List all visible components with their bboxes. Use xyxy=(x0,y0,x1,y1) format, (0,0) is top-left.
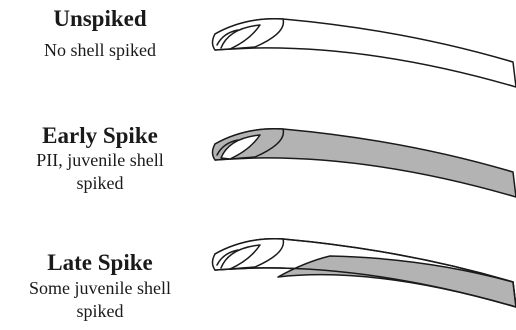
partial-spike-region xyxy=(278,256,516,307)
shell-diagram-late-spike xyxy=(205,220,516,330)
panel-title: Late Spike xyxy=(0,250,200,276)
panel-early-spike: Early Spike PII, juvenile shell spiked xyxy=(0,110,516,220)
shell-diagram-unspiked xyxy=(205,0,516,110)
panel-late-spike: Late Spike Some juvenile shell spiked xyxy=(0,220,516,330)
panel-description: Some juvenile shell spiked xyxy=(0,277,200,323)
panel-unspiked: Unspiked No shell spiked xyxy=(0,0,516,110)
panel-title: Early Spike xyxy=(0,123,200,149)
shell-diagram-early-spike xyxy=(205,110,516,220)
panel-title: Unspiked xyxy=(0,6,200,32)
panel-description: No shell spiked xyxy=(0,39,200,62)
panel-description: PII, juvenile shell spiked xyxy=(0,149,200,195)
